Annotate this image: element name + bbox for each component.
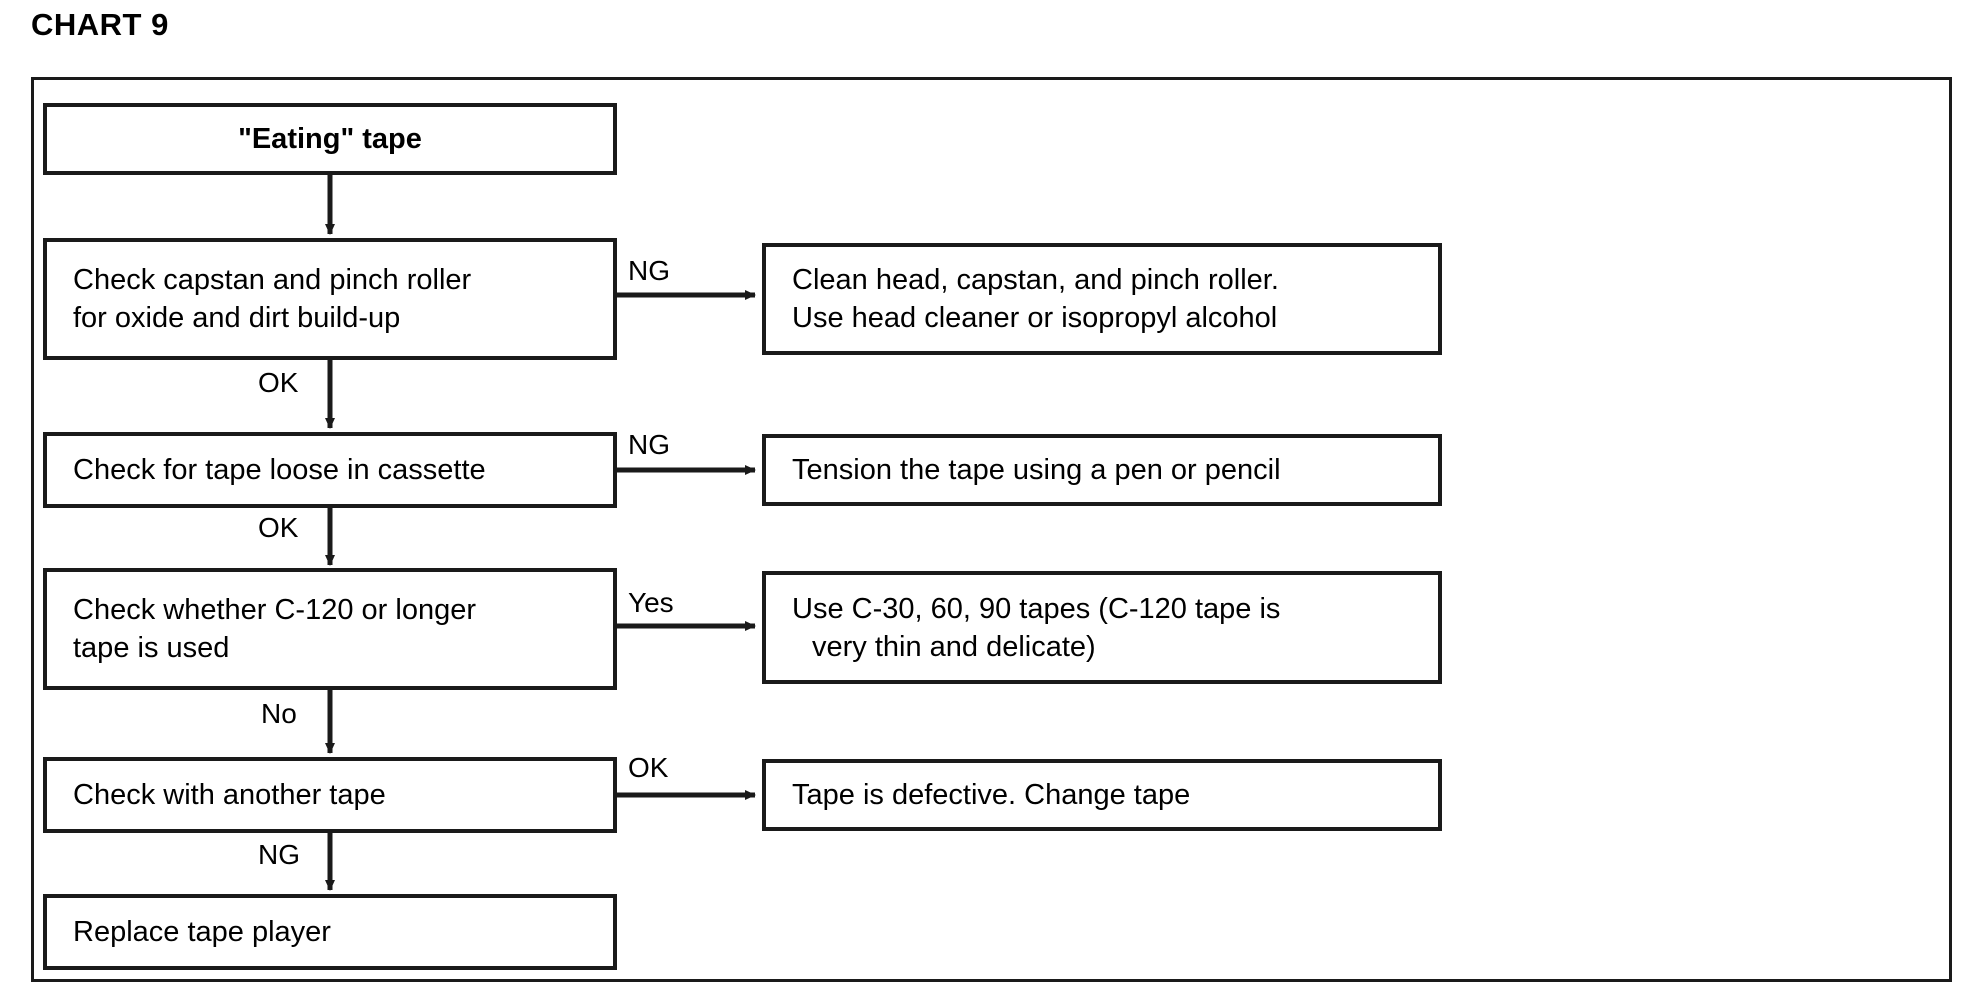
node-check-another-tape-line1: Check with another tape <box>73 779 386 811</box>
node-tension-tape-line1: Tension the tape using a pen or pencil <box>792 454 1281 486</box>
edge-label-ng-tape-loose: NG <box>628 429 670 460</box>
node-replace-tape-player-line1: Replace tape player <box>73 916 331 948</box>
node-replace-tape-player[interactable]: Replace tape player <box>43 894 617 970</box>
node-clean-head-capstan-roller[interactable]: Clean head, capstan, and pinch roller. U… <box>762 243 1442 355</box>
node-check-c120-line1: Check whether C-120 or longer <box>73 594 476 626</box>
edge-label-yes-c120: Yes <box>628 587 674 618</box>
edge-label-ok-capstan: OK <box>258 367 299 398</box>
edge-label-ok-tape-loose: OK <box>258 512 299 543</box>
node-use-c30-line1: Use C-30, 60, 90 tapes (C-120 tape is <box>792 592 1281 625</box>
node-tape-defective-line1: Tape is defective. Change tape <box>792 779 1191 811</box>
node-check-c120-line2: tape is used <box>73 632 230 664</box>
edge-label-ng-capstan: NG <box>628 255 670 286</box>
chart-frame <box>31 77 1952 982</box>
node-check-c120-tape[interactable]: Check whether C-120 or longer tape is us… <box>43 568 617 690</box>
edge-label-ok-another-tape: OK <box>628 752 669 783</box>
node-use-c30-60-90-tapes[interactable]: Use C-30, 60, 90 tapes (C-120 tape is ve… <box>762 571 1442 684</box>
node-eating-tape-line1: "Eating" tape <box>238 123 422 155</box>
node-eating-tape[interactable]: "Eating" tape <box>43 103 617 175</box>
node-clean-head-line1: Clean head, capstan, and pinch roller. <box>792 264 1279 296</box>
node-check-tape-loose-line1: Check for tape loose in cassette <box>73 454 486 486</box>
node-tape-defective[interactable]: Tape is defective. Change tape <box>762 759 1442 831</box>
node-check-capstan-line1: Check capstan and pinch roller <box>73 264 472 296</box>
node-use-c30-line2: very thin and delicate) <box>812 630 1096 663</box>
edge-label-no-c120: No <box>261 698 297 729</box>
page-title: CHART 9 <box>31 7 169 42</box>
edge-label-ng-another-tape: NG <box>258 839 300 870</box>
node-check-another-tape[interactable]: Check with another tape <box>43 757 617 833</box>
node-tension-tape[interactable]: Tension the tape using a pen or pencil <box>762 434 1442 506</box>
node-check-capstan-pinch-roller[interactable]: Check capstan and pinch roller for oxide… <box>43 238 617 360</box>
node-clean-head-line2: Use head cleaner or isopropyl alcohol <box>792 302 1278 334</box>
node-check-tape-loose[interactable]: Check for tape loose in cassette <box>43 432 617 508</box>
node-check-capstan-line2: for oxide and dirt build-up <box>73 302 401 334</box>
